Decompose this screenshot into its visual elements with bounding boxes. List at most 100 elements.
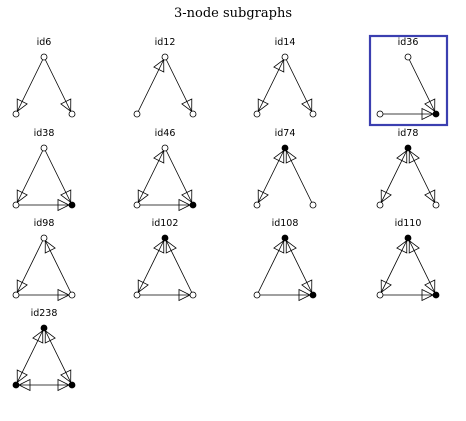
node-T: [404, 234, 412, 242]
edge-line: [379, 147, 409, 206]
edge-line: [256, 56, 286, 115]
node-L: [12, 291, 20, 299]
arrowhead-L-to-R: [178, 288, 191, 302]
arrowhead-L-to-R: [57, 198, 70, 212]
node-R: [68, 110, 76, 118]
arrowhead-T-to-R: [60, 189, 72, 204]
subgraph-label: id74: [275, 128, 296, 139]
node-T: [404, 144, 412, 152]
subgraph-id14: id14: [253, 37, 317, 118]
node-R: [309, 110, 317, 118]
subgraph-label: id12: [155, 37, 176, 48]
node-T: [161, 234, 169, 242]
arrowhead-L-to-T: [273, 149, 285, 164]
edge-line: [379, 237, 409, 296]
node-L: [12, 201, 20, 209]
arrowhead-L-to-R: [178, 198, 191, 212]
arrowhead-T-to-L: [380, 279, 392, 294]
node-L: [12, 381, 20, 389]
edge-line: [43, 147, 73, 206]
arrowhead-T-to-R: [60, 369, 72, 384]
subgraph-id102: id102: [133, 218, 197, 302]
arrowhead-T-to-L: [137, 189, 149, 204]
edge-line: [15, 237, 45, 296]
node-T: [40, 234, 48, 242]
arrowhead-T-to-R: [181, 98, 193, 113]
edge-line: [15, 147, 45, 206]
subgraph-id46: id46: [133, 128, 197, 212]
node-R: [189, 291, 197, 299]
arrowhead-T-to-L: [16, 98, 28, 113]
node-R: [432, 110, 440, 118]
arrowhead-R-to-T: [165, 239, 177, 254]
edge-line: [164, 147, 194, 206]
node-T: [281, 144, 289, 152]
subgraph-id238: id238: [12, 308, 76, 392]
node-T: [161, 144, 169, 152]
node-L: [253, 201, 261, 209]
arrowhead-R-to-T: [44, 329, 56, 344]
arrowhead-L-to-T: [153, 58, 165, 73]
edge-line: [164, 56, 194, 115]
node-R: [68, 291, 76, 299]
node-R: [432, 291, 440, 299]
subgraph-id78: id78: [376, 128, 440, 209]
page-title: 3-node subgraphs: [173, 6, 293, 21]
edge-line: [136, 56, 166, 115]
arrowhead-L-to-T: [153, 239, 165, 254]
arrowhead-R-to-T: [285, 149, 297, 164]
edge-line: [136, 147, 166, 206]
subgraph-id12: id12: [133, 37, 197, 118]
node-T: [161, 53, 169, 61]
edge-line: [407, 147, 437, 206]
subgraph-label: id36: [398, 37, 419, 48]
edge-line: [15, 56, 45, 115]
edge-line: [164, 237, 194, 296]
node-T: [40, 324, 48, 332]
subgraph-id38: id38: [12, 128, 76, 212]
node-R: [189, 201, 197, 209]
edge-line: [407, 56, 437, 115]
node-L: [253, 291, 261, 299]
highlight-box: [368, 34, 449, 127]
arrowhead-L-to-T: [396, 239, 408, 254]
arrowhead-T-to-R: [60, 98, 72, 113]
arrowhead-L-to-T: [396, 149, 408, 164]
edge-line: [43, 56, 73, 115]
subgraph-label: id102: [152, 218, 179, 229]
arrowhead-T-to-R: [424, 279, 436, 294]
edge-line: [284, 56, 314, 115]
subgraph-id98: id98: [12, 218, 76, 302]
arrowhead-T-to-L: [16, 279, 28, 294]
node-R: [68, 201, 76, 209]
arrowhead-L-to-R: [57, 378, 70, 392]
edge-line: [407, 237, 437, 296]
arrowhead-L-to-R: [421, 107, 434, 121]
arrowhead-T-to-L: [16, 189, 28, 204]
arrowhead-T-to-R: [301, 98, 313, 113]
subgraph-label: id78: [398, 128, 419, 139]
arrowhead-R-to-T: [408, 149, 420, 164]
node-T: [40, 53, 48, 61]
node-T: [281, 53, 289, 61]
subgraph-id110: id110: [376, 218, 440, 302]
arrowhead-T-to-R: [301, 279, 313, 294]
node-L: [253, 110, 261, 118]
node-R: [432, 201, 440, 209]
subgraph-id74: id74: [253, 128, 317, 209]
subgraph-id36: id36: [368, 34, 449, 127]
edge-line: [136, 237, 166, 296]
edge-line: [43, 237, 73, 296]
arrowhead-T-to-L: [257, 98, 269, 113]
node-R: [189, 110, 197, 118]
arrowhead-L-to-R: [57, 288, 70, 302]
arrowhead-R-to-T: [44, 239, 56, 254]
node-T: [40, 144, 48, 152]
subgraph-id108: id108: [253, 218, 317, 302]
arrowhead-L-to-T: [32, 329, 44, 344]
arrowhead-R-to-L: [18, 378, 31, 392]
arrowhead-T-to-R: [424, 189, 436, 204]
node-L: [376, 201, 384, 209]
arrowhead-R-to-T: [285, 239, 297, 254]
